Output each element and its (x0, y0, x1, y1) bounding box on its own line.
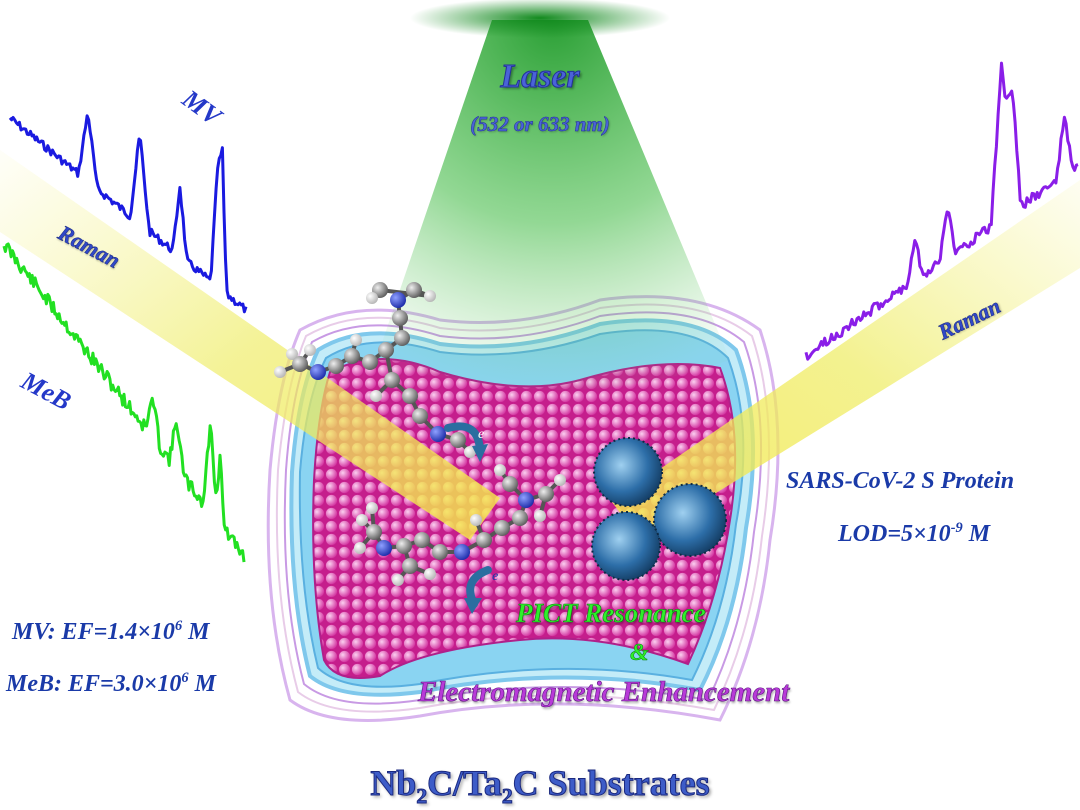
hydrogen-atom (304, 344, 316, 356)
laser-beam (376, 0, 730, 390)
hydrogen-atom (534, 510, 546, 522)
sars-protein-label: SARS-CoV-2 S Protein (786, 468, 1015, 494)
nitrogen-atom (376, 540, 392, 556)
ampersand-label: & (630, 640, 649, 667)
carbon-atom (292, 356, 308, 372)
meb-ef-label: MeB: EF=3.0×106 M (6, 670, 216, 697)
carbon-atom (384, 372, 400, 388)
carbon-atom (394, 330, 410, 346)
hydrogen-atom (366, 292, 378, 304)
electron-label: e (492, 569, 498, 584)
substrate-title: Nb2C/Ta2C Substrates (370, 763, 710, 809)
hydrogen-atom (470, 514, 482, 526)
hydrogen-atom (354, 542, 366, 554)
carbon-atom (494, 520, 510, 536)
carbon-atom (328, 358, 344, 374)
meb-molecule (354, 464, 566, 586)
hydrogen-atom (554, 474, 566, 486)
carbon-atom (414, 532, 430, 548)
carbon-atom (392, 310, 408, 326)
hydrogen-atom (356, 514, 368, 526)
carbon-atom (396, 538, 412, 554)
carbon-atom (412, 408, 428, 424)
electron-transfer-arrow-top: e (444, 422, 488, 462)
meb-spectrum (2, 242, 246, 563)
hydrogen-atom (274, 366, 286, 378)
carbon-atom (406, 282, 422, 298)
hydrogen-atom (286, 348, 298, 360)
carbon-atom (450, 432, 466, 448)
nitrogen-atom (518, 492, 534, 508)
hydrogen-atom (424, 290, 436, 302)
mv-molecule (274, 282, 476, 458)
hydrogen-atom (370, 390, 382, 402)
raman-beam-right (612, 180, 1080, 540)
carbon-atom (538, 486, 554, 502)
nitrogen-atom (310, 364, 326, 380)
carbon-atom (402, 558, 418, 574)
mv-spectrum (8, 114, 248, 314)
hydrogen-atom (350, 334, 362, 346)
hydrogen-atom (464, 446, 476, 458)
hydrogen-atom (366, 502, 378, 514)
nitrogen-atom (390, 292, 406, 308)
nitrogen-atom (430, 426, 446, 442)
raman-beam-left (0, 150, 500, 540)
nitrogen-atom (454, 544, 470, 560)
sars-spectrum (804, 61, 1079, 361)
carbon-atom (344, 348, 360, 364)
hydrogen-atom (424, 568, 436, 580)
mv-ef-label: MV: EF=1.4×106 M (12, 618, 210, 645)
carbon-atom (432, 544, 448, 560)
hydrogen-atom (494, 464, 506, 476)
em-enhancement-label: Electromagnetic Enhancement (418, 676, 790, 709)
carbon-atom (502, 476, 518, 492)
carbon-atom (476, 532, 492, 548)
electron-transfer-arrow-bottom: e (464, 566, 498, 614)
carbon-atom (512, 510, 528, 526)
lod-label: LOD=5×10-9 M (838, 520, 991, 547)
sars-cov-2-particles (591, 437, 727, 581)
pict-resonance-label: PICT Resonance (516, 598, 706, 629)
carbon-atom (402, 388, 418, 404)
carbon-atom (362, 354, 378, 370)
electron-label: e (478, 427, 484, 442)
hydrogen-atom (392, 574, 404, 586)
laser-wavelength-label: (532 or 633 nm) (470, 112, 610, 137)
carbon-atom (378, 342, 394, 358)
laser-label: Laser (500, 58, 580, 96)
carbon-atom (366, 524, 382, 540)
